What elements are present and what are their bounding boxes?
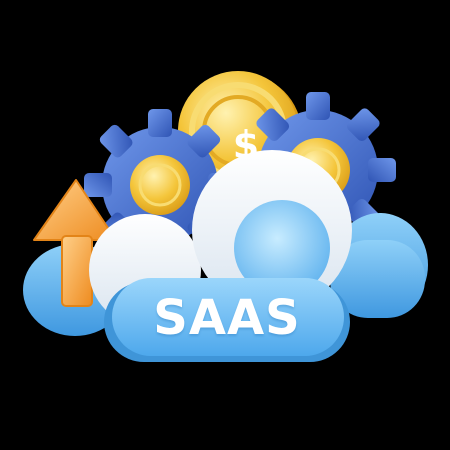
cloud-icon: [330, 213, 428, 318]
gear-icon: [84, 109, 236, 261]
upload-arrow-icon: [33, 179, 117, 307]
saas-label: SAAS: [153, 290, 301, 346]
saas-pill: [104, 278, 350, 362]
